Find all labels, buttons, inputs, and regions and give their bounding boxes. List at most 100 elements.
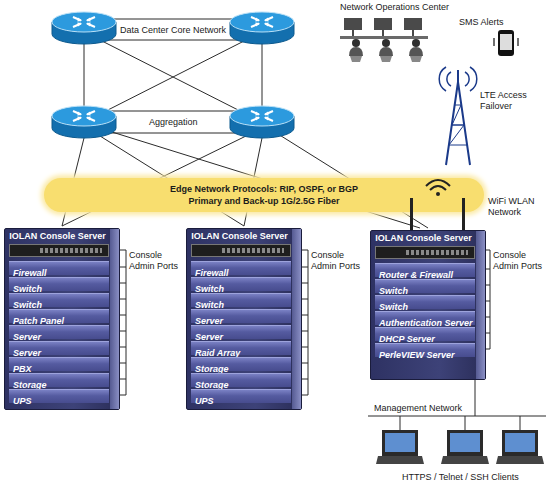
rack-unit: Router & Firewall [375,263,475,277]
console-ports [222,248,284,253]
laptop-icons [385,433,415,452]
text-label: Data Center Core Network [118,25,228,36]
operations-center-icon [382,30,384,36]
laptop-icons [505,433,535,452]
rack-unit: Switch [375,295,475,309]
routers [230,106,294,138]
operations-center-icon [350,56,422,62]
text-label: Aggregation [147,117,200,128]
routers [52,106,116,138]
rack-title: IOLAN Console Server [371,233,476,244]
rack-unit: DHCP Server [375,327,475,341]
operations-center-icon [404,18,422,30]
rack-side-panel [476,231,485,379]
routers [52,12,116,44]
text-label: Console Admin Ports [493,250,545,272]
phone-icon [500,34,512,50]
phone-icon [494,38,518,46]
rack-unit: Switch [9,293,109,307]
rack-unit: Server [191,325,291,339]
unit-label: PerleVIEW Server [375,349,455,362]
console-server-unit [191,244,291,257]
laptop-icons [376,430,544,464]
rack-unit: PerleVIEW Server [375,343,475,357]
equipment-rack: IOLAN Console ServerFirewallSwitchSwitch… [186,228,302,410]
rack-unit: Switch [191,277,291,291]
operations-center-icon [412,39,420,47]
equipment-rack: IOLAN Console ServerRouter & FirewallSwi… [370,230,486,380]
console-ports [406,250,468,255]
laptop-icons [502,430,538,456]
band-text: Edge Network Protocols: RIP, OSPF, or BG… [170,183,358,195]
rack-unit: Switch [375,279,475,293]
text-label: Network Operations Center [340,2,449,13]
text-label: Management Network [374,403,462,414]
rack-unit: Firewall [9,261,109,275]
laptop-icons [450,433,480,452]
laptop-icons [441,456,489,464]
rack-unit: Storage [9,373,109,387]
rack-unit: UPS [191,389,291,403]
rack-unit: UPS [9,389,109,403]
management-network-lines [400,416,520,430]
text-label: Console Admin Ports [311,250,365,272]
rack-title: IOLAN Console Server [187,231,292,242]
unit-label: UPS [9,395,32,408]
equipment-rack: IOLAN Console ServerFirewallSwitchSwitch… [4,228,120,410]
console-port-brackets [120,250,126,395]
protocol-band: Edge Network Protocols: RIP, OSPF, or BG… [44,178,484,212]
router-links [84,28,262,122]
rack-unit: Switch [191,293,291,307]
operations-center-icon [409,47,423,56]
operations-center-icon [379,47,393,56]
laptop-icons [382,430,418,456]
operations-center-icon [340,18,428,62]
operations-center-icon [349,47,363,56]
phone-icon [494,30,518,56]
lte-tower [439,67,477,165]
rack-unit: Storage [191,373,291,387]
console-port-brackets [302,250,308,395]
rack-unit: PBX [9,357,109,371]
rack-unit: Patch Panel [9,309,109,323]
rack-unit: Storage [191,357,291,371]
rack-unit: Authentication Server [375,311,475,325]
lte-tower [446,82,470,165]
unit-label: UPS [191,395,214,408]
laptop-icons [496,456,544,464]
text-label: LTE Access Failover [480,90,538,112]
text-label: HTTPS / Telnet / SSH Clients [402,472,519,483]
routers [230,12,294,44]
laptop-icons [376,456,424,464]
management-network-lines [368,380,546,430]
console-port-brackets [486,250,490,349]
operations-center-icon [344,18,362,30]
text-label: WiFi WLAN Network [488,196,544,218]
laptop-icons [447,430,483,456]
operations-center-icon [412,30,414,36]
rack-side-panel [292,229,301,409]
text-label: Console Admin Ports [129,250,183,272]
management-network-lines [368,416,546,417]
rack-unit: Raid Array [191,341,291,355]
rack-unit: Server [9,325,109,339]
operations-center-icon [352,30,354,36]
operations-center-icon [340,36,428,39]
phone-icon [498,30,514,56]
rack-title: IOLAN Console Server [5,231,110,242]
router-links [100,40,246,114]
rack-unit: Firewall [191,261,291,275]
band-text: Primary and Back-up 1G/2.5G Fiber [188,195,339,207]
text-label: SMS Alerts [459,17,504,28]
lte-tower [439,67,477,91]
management-network-lines [475,380,476,416]
console-server-unit [9,244,109,257]
console-ports [40,248,102,253]
operations-center-icon [382,39,390,47]
rack-unit: Server [9,341,109,355]
operations-center-icon [374,18,392,30]
rack-unit: Switch [9,277,109,291]
lte-tower [457,70,459,82]
console-server-unit [375,246,475,259]
